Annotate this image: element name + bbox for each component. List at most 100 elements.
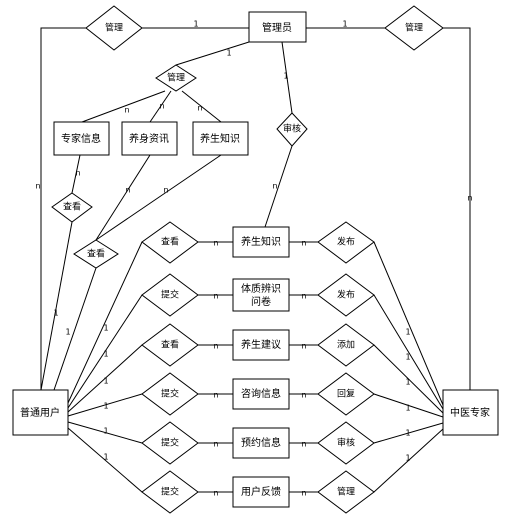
card-manage-expert: 1 — [405, 454, 410, 463]
label-expert-info: 专家信息 — [61, 132, 101, 145]
card-manage-left-user: n — [35, 182, 40, 191]
card-manage-knowledgetop: n — [197, 104, 202, 113]
card-knowledgetop-view: n — [163, 186, 168, 195]
label-submit-consult: 提交 — [161, 388, 179, 400]
rel-manage-content — [155, 64, 197, 92]
label-constitution-survey-1: 体质辨识 — [241, 282, 281, 295]
card-manage-left-admin: 1 — [193, 20, 198, 29]
line-manage-right-expert — [443, 27, 471, 390]
rel-publish-survey — [317, 273, 375, 317]
line-user-submit-appointment — [67, 421, 143, 444]
label-review-top: 审核 — [283, 123, 301, 135]
label-publish-knowledge: 发布 — [337, 236, 355, 248]
label-wellness-knowledge-top: 养生知识 — [200, 132, 240, 145]
card-user-view-advice: 1 — [103, 377, 108, 386]
rel-publish-knowledge — [317, 221, 375, 264]
label-user: 普通用户 — [20, 406, 60, 419]
card-admin-review: 1 — [283, 72, 288, 81]
card-knowledge-publish: n — [301, 239, 306, 248]
label-manage-content: 管理 — [167, 72, 185, 84]
rel-manage-right — [384, 5, 444, 51]
rel-submit-feedback — [141, 470, 199, 514]
label-review-appointment: 审核 — [337, 437, 355, 449]
card-user-view-knowledge: 1 — [103, 324, 108, 333]
line-manage-left-user — [40, 27, 86, 390]
card-user-submit-survey: 1 — [103, 350, 108, 359]
rel-view-content — [73, 239, 119, 269]
card-add-expert: 1 — [405, 378, 410, 387]
entity-tcm-expert — [442, 389, 499, 436]
card-manage-healthinfo: n — [159, 102, 164, 111]
rel-view-expert — [51, 192, 93, 223]
entity-health-info — [121, 121, 178, 156]
card-view2-user: 1 — [65, 328, 70, 337]
entity-wellness-advice — [232, 329, 290, 361]
card-submit-consult-entity: n — [213, 391, 218, 400]
label-health-info: 养身资讯 — [129, 132, 169, 145]
entity-expert-info — [53, 121, 110, 156]
label-tcm-expert: 中医专家 — [450, 406, 490, 419]
rel-reply-consult — [317, 372, 375, 416]
card-manage-expertinfo: n — [124, 106, 129, 115]
card-review-knowledge: n — [272, 182, 277, 191]
card-feedback-manage: n — [301, 489, 306, 498]
line-publish2-expert — [373, 294, 444, 410]
rel-add-advice — [317, 323, 375, 367]
line-manage-expertinfo — [81, 90, 166, 123]
line-manage-healthinfo — [149, 90, 172, 123]
card-admin-manage-right: 1 — [342, 20, 347, 29]
entity-constitution-survey — [232, 278, 290, 312]
line-manage-expert — [373, 428, 444, 493]
line-user-view-knowledge — [67, 241, 143, 404]
card-submit-survey-entity: n — [213, 292, 218, 301]
rel-manage-feedback — [317, 470, 375, 514]
line-knowledgetop-view — [95, 154, 222, 241]
line-expertinfo-view — [71, 154, 81, 194]
label-admin: 管理员 — [262, 21, 292, 34]
rel-submit-appointment — [141, 421, 199, 465]
rel-manage-left — [85, 5, 143, 51]
entity-wellness-knowledge-top — [192, 121, 249, 156]
rel-submit-survey — [141, 273, 199, 317]
line-user-submit-consult — [67, 393, 143, 417]
entity-consult-info — [232, 378, 290, 410]
card-advice-add: n — [301, 342, 306, 351]
rel-view-advice — [141, 323, 199, 367]
card-manage-right-expert: n — [467, 194, 472, 203]
label-constitution-survey-2: 问卷 — [251, 295, 271, 308]
label-submit-appointment: 提交 — [161, 437, 179, 449]
line-admin-review — [281, 41, 293, 114]
entity-user-feedback — [232, 476, 290, 508]
rel-submit-consult — [141, 372, 199, 416]
card-view-knowledge-entity: n — [213, 239, 218, 248]
line-healthinfo-view — [95, 154, 151, 241]
label-view-advice: 查看 — [161, 339, 179, 351]
label-manage-left: 管理 — [105, 22, 123, 34]
rel-review-appointment — [317, 421, 375, 465]
card-submit-feedback-entity: n — [213, 489, 218, 498]
label-view-expert: 查看 — [63, 201, 81, 213]
card-expertinfo-view: n — [75, 169, 80, 178]
line-publish-expert — [373, 241, 444, 406]
label-user-feedback: 用户反馈 — [241, 485, 281, 498]
card-reply-expert: 1 — [405, 404, 410, 413]
label-add-advice: 添加 — [337, 340, 355, 351]
line-user-submit-survey — [67, 294, 143, 409]
card-survey-publish: n — [301, 292, 306, 301]
label-view-content: 查看 — [87, 248, 105, 260]
line-manage-knowledgetop — [181, 90, 222, 123]
card-user-submit-feedback: 1 — [103, 453, 108, 462]
line-user-view-advice — [67, 344, 143, 413]
card-user-submit-appointment: 1 — [103, 427, 108, 436]
card-consult-reply: n — [301, 391, 306, 400]
line-view2-user — [53, 267, 97, 391]
label-wellness-advice: 养生建议 — [241, 338, 281, 351]
line-admin-manage-content — [175, 41, 250, 66]
entity-user — [12, 389, 69, 436]
card-submit-appointment-entity: n — [213, 440, 218, 449]
label-manage-right: 管理 — [405, 22, 423, 34]
card-healthinfo-view: n — [125, 186, 130, 195]
line-reply-expert — [373, 393, 444, 418]
line-review-expert — [373, 422, 444, 444]
